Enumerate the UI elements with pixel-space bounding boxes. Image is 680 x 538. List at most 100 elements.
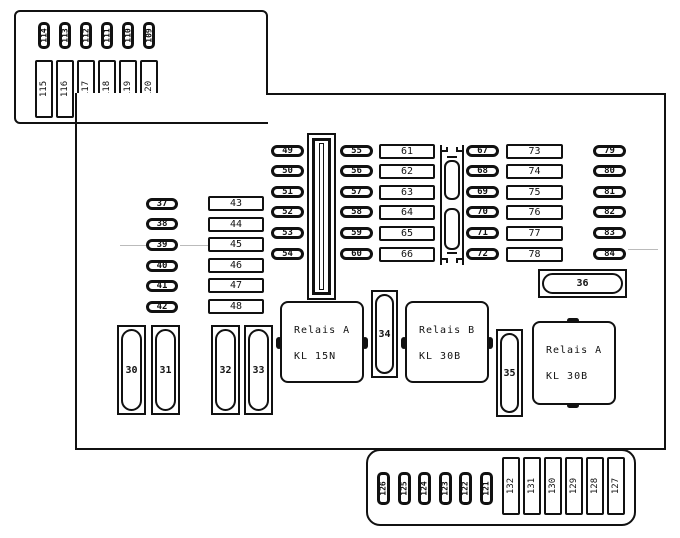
fuse-132[interactable]: 132 <box>502 457 520 515</box>
fuse-63[interactable]: 63 <box>379 185 435 200</box>
fuse-81[interactable]: 81 <box>593 186 626 198</box>
fuse-71[interactable]: 71 <box>466 227 499 239</box>
fuse-label: 83 <box>604 227 615 238</box>
guide-line <box>180 245 208 246</box>
fuse-69[interactable]: 69 <box>466 186 499 198</box>
fuse-66[interactable]: 66 <box>379 247 435 262</box>
fuse-label: 111 <box>102 28 112 43</box>
fuse-112[interactable]: 112 <box>80 22 92 49</box>
fuse-label: 48 <box>229 300 243 312</box>
fuse-51[interactable]: 51 <box>271 186 304 198</box>
fuse-125[interactable]: 125 <box>397 472 411 505</box>
fuse-57[interactable]: 57 <box>340 186 373 198</box>
fuse-67[interactable]: 67 <box>466 145 499 157</box>
fuse-42[interactable]: 42 <box>146 301 178 313</box>
fuse-40[interactable]: 40 <box>146 260 178 272</box>
fuse-68[interactable]: 68 <box>466 165 499 177</box>
fuse-41[interactable]: 41 <box>146 280 178 292</box>
fuse-label: 74 <box>528 165 541 177</box>
fuse-84[interactable]: 84 <box>593 248 626 260</box>
maxi-fuse-31[interactable]: 31 <box>151 325 180 415</box>
fuse-43[interactable]: 43 <box>208 196 264 211</box>
fuse-124[interactable]: 124 <box>418 472 431 505</box>
fuse-49[interactable]: 49 <box>271 145 304 157</box>
fuse-123[interactable]: 123 <box>438 472 452 505</box>
fuse-59[interactable]: 59 <box>340 227 373 239</box>
fuse-73[interactable]: 73 <box>506 144 563 159</box>
fuse-label: 61 <box>400 145 414 157</box>
maxi-fuse-32[interactable]: 32 <box>211 325 240 415</box>
fuse-74[interactable]: 74 <box>506 164 563 179</box>
fuse-131[interactable]: 131 <box>523 457 541 515</box>
fuse-116[interactable]: 116 <box>56 60 74 118</box>
fuse-83[interactable]: 83 <box>593 227 626 239</box>
fuse-45[interactable]: 45 <box>208 237 264 252</box>
fuse-62[interactable]: 62 <box>379 164 435 179</box>
fuse-label: 122 <box>461 481 471 496</box>
maxi-fuse-36[interactable]: 36 <box>538 269 627 298</box>
maxi-fuse-34[interactable]: 34 <box>371 290 398 378</box>
relay-terminal: KL 15N <box>294 351 337 362</box>
fuse-80[interactable]: 80 <box>593 165 626 177</box>
fuse-129[interactable]: 129 <box>565 457 583 515</box>
fuse-114[interactable]: 114 <box>38 22 50 49</box>
fuse-label: 113 <box>60 28 70 43</box>
fuse-127[interactable]: 127 <box>607 457 625 515</box>
fuse-126[interactable]: 126 <box>377 472 390 505</box>
fuse-61[interactable]: 61 <box>379 144 435 159</box>
fuse-121[interactable]: 121 <box>479 472 493 505</box>
fuse-65[interactable]: 65 <box>379 226 435 241</box>
fuse-39[interactable]: 39 <box>146 239 178 251</box>
fuse-82[interactable]: 82 <box>593 206 626 218</box>
fuse-111[interactable]: 111 <box>101 22 113 49</box>
fuse-75[interactable]: 75 <box>506 185 563 200</box>
fuse-70[interactable]: 70 <box>466 206 499 218</box>
fuse-113[interactable]: 113 <box>59 22 71 49</box>
fuse-54[interactable]: 54 <box>271 248 304 260</box>
fuse-64[interactable]: 64 <box>379 205 435 220</box>
fuse-56[interactable]: 56 <box>340 165 373 177</box>
fuse-79[interactable]: 79 <box>593 145 626 157</box>
fuse-44[interactable]: 44 <box>208 217 264 232</box>
fuse-37[interactable]: 37 <box>146 198 178 210</box>
fuse-label: 65 <box>400 227 414 239</box>
fuse-label: 132 <box>506 477 517 495</box>
fuse-47[interactable]: 47 <box>208 278 264 293</box>
fuse-55[interactable]: 55 <box>340 145 373 157</box>
fuse-110[interactable]: 110 <box>122 22 134 49</box>
relay-pin <box>567 318 579 323</box>
fuse-48[interactable]: 48 <box>208 299 264 314</box>
fuse-77[interactable]: 77 <box>506 226 563 241</box>
fuse-109[interactable]: 109 <box>143 22 155 49</box>
fuse-115[interactable]: 115 <box>35 60 53 118</box>
relay-b-kl30b[interactable]: Relais B KL 30B <box>405 301 489 383</box>
fuse-38[interactable]: 38 <box>146 218 178 230</box>
fuse-label: 124 <box>420 481 430 496</box>
main-panel-top-left-edge <box>75 122 268 124</box>
maxi-fuse-35[interactable]: 35 <box>496 329 523 417</box>
guide-line <box>120 245 150 246</box>
maxi-fuse-30[interactable]: 30 <box>117 325 146 415</box>
fuse-78[interactable]: 78 <box>506 247 563 262</box>
fuse-128[interactable]: 128 <box>586 457 604 515</box>
fuse-60[interactable]: 60 <box>340 248 373 260</box>
maxi-fuse-33[interactable]: 33 <box>244 325 273 415</box>
relay-a-kl15n[interactable]: Relais A KL 15N <box>280 301 364 383</box>
fuse-76[interactable]: 76 <box>506 205 563 220</box>
fuse-52[interactable]: 52 <box>271 206 304 218</box>
fuse-72[interactable]: 72 <box>466 248 499 260</box>
fuse-label: 53 <box>282 227 293 238</box>
fuse-label: 70 <box>477 206 488 217</box>
relay-name: Relais A <box>294 325 351 336</box>
fuse-46[interactable]: 46 <box>208 258 264 273</box>
fuse-50[interactable]: 50 <box>271 165 304 177</box>
fuse-130[interactable]: 130 <box>544 457 562 515</box>
fuse-label: 32 <box>215 329 236 411</box>
fuse-53[interactable]: 53 <box>271 227 304 239</box>
fuse-label: 60 <box>351 248 362 259</box>
fuse-58[interactable]: 58 <box>340 206 373 218</box>
fuse-122[interactable]: 122 <box>459 472 472 505</box>
fuse-label: 58 <box>351 206 362 217</box>
relay-a-kl30b[interactable]: Relais A KL 30B <box>532 321 616 405</box>
fuse-label: 56 <box>351 165 362 176</box>
